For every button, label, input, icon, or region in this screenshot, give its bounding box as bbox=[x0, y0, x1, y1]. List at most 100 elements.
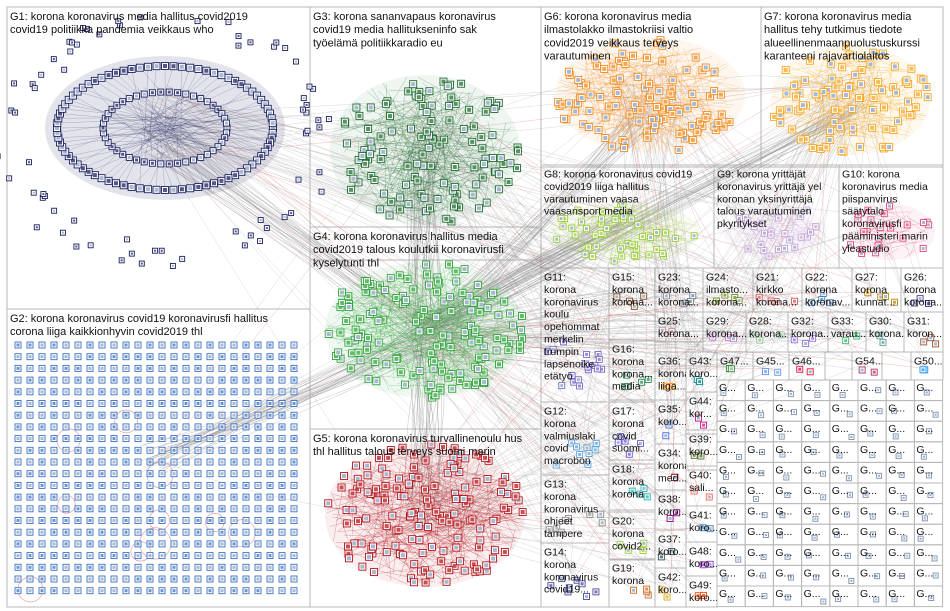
graph-node-avatar bbox=[506, 180, 511, 185]
graph-node-avatar bbox=[40, 366, 44, 370]
graph-node-avatar bbox=[148, 460, 152, 464]
graph-node-avatar bbox=[136, 355, 140, 359]
graph-node-avatar bbox=[367, 554, 372, 559]
graph-node-avatar bbox=[297, 178, 300, 181]
graph-node-avatar bbox=[172, 402, 176, 405]
graph-node-avatar bbox=[290, 212, 293, 215]
graph-node-avatar bbox=[184, 160, 188, 164]
graph-node-avatar bbox=[244, 390, 248, 394]
graph-node-avatar bbox=[302, 97, 305, 100]
graph-node-avatar bbox=[857, 95, 862, 100]
graph-node-avatar bbox=[434, 289, 439, 294]
graph-node-avatar bbox=[268, 577, 272, 581]
graph-edge bbox=[393, 379, 430, 393]
graph-edge bbox=[452, 139, 707, 558]
graph-node-avatar bbox=[233, 173, 238, 178]
graph-node-avatar bbox=[208, 390, 212, 394]
graph-node-avatar bbox=[868, 62, 873, 67]
graph-edge bbox=[139, 138, 142, 189]
graph-node-avatar bbox=[256, 448, 260, 452]
graph-node-avatar bbox=[184, 378, 188, 382]
graph-node-avatar bbox=[473, 327, 478, 332]
graph-node-avatar bbox=[382, 498, 387, 503]
graph-edge bbox=[580, 73, 596, 76]
graph-node-avatar bbox=[346, 340, 351, 345]
graph-node-avatar bbox=[28, 577, 32, 581]
graph-node-avatar bbox=[467, 497, 472, 502]
graph-node-avatar bbox=[369, 146, 374, 151]
graph-node-avatar bbox=[64, 472, 68, 476]
graph-node-avatar bbox=[412, 562, 417, 567]
graph-node-avatar bbox=[513, 494, 518, 499]
graph-node-avatar bbox=[449, 309, 454, 314]
graph-node-avatar bbox=[184, 437, 188, 441]
graph-node-avatar bbox=[583, 83, 588, 88]
graph-node-avatar bbox=[76, 495, 80, 499]
graph-node-avatar bbox=[925, 95, 930, 100]
graph-node-avatar bbox=[453, 269, 458, 274]
graph-node-avatar bbox=[594, 245, 598, 249]
graph-edge bbox=[167, 67, 191, 131]
graph-node-avatar bbox=[115, 103, 119, 107]
graph-node-avatar bbox=[101, 126, 105, 130]
graph-node-avatar bbox=[280, 589, 284, 593]
graph-node-avatar bbox=[256, 577, 260, 581]
graph-node-avatar bbox=[232, 519, 236, 522]
graph-node-avatar bbox=[160, 343, 164, 347]
graph-node-avatar bbox=[160, 402, 164, 405]
graph-edge bbox=[147, 133, 843, 336]
graph-node-avatar bbox=[52, 530, 56, 534]
graph-node-avatar bbox=[64, 495, 68, 499]
graph-node-avatar bbox=[196, 67, 201, 72]
graph-node-avatar bbox=[448, 345, 453, 350]
graph-node-avatar bbox=[124, 378, 128, 382]
graph-node-avatar bbox=[363, 161, 368, 166]
graph-node-avatar bbox=[836, 79, 841, 84]
graph-node-avatar bbox=[857, 144, 862, 149]
graph-edge bbox=[362, 366, 364, 376]
graph-node-avatar bbox=[581, 122, 586, 127]
graph-node-avatar bbox=[483, 355, 488, 360]
graph-node-avatar bbox=[318, 126, 321, 129]
graph-node-avatar bbox=[64, 413, 68, 417]
graph-edge bbox=[348, 306, 391, 357]
graph-edge bbox=[672, 106, 707, 412]
graph-edge bbox=[103, 132, 153, 141]
graph-node-avatar bbox=[64, 530, 68, 534]
graph-node-avatar bbox=[579, 95, 584, 100]
graph-node-avatar bbox=[622, 146, 627, 151]
graph-node-avatar bbox=[649, 235, 653, 239]
graph-node-avatar bbox=[428, 351, 433, 356]
graph-node-avatar bbox=[137, 65, 142, 70]
graph-node-avatar bbox=[52, 366, 56, 370]
graph-node-avatar bbox=[480, 146, 485, 151]
graph-node-avatar bbox=[172, 390, 176, 394]
graph-edge bbox=[584, 55, 632, 118]
graph-node-avatar bbox=[597, 357, 601, 361]
graph-node-avatar bbox=[451, 204, 456, 209]
graph-edge bbox=[150, 66, 174, 140]
graph-node-avatar bbox=[484, 568, 489, 573]
graph-node-avatar bbox=[73, 219, 76, 222]
graph-node-avatar bbox=[645, 55, 650, 60]
graph-edge bbox=[166, 139, 218, 147]
graph-edge bbox=[649, 114, 705, 142]
graph-node-avatar bbox=[124, 437, 128, 441]
graph-node-avatar bbox=[922, 221, 926, 225]
graph-edge bbox=[421, 465, 668, 504]
graph-edge bbox=[142, 118, 805, 366]
graph-node-avatar bbox=[292, 519, 296, 522]
graph-node-avatar bbox=[28, 355, 32, 359]
graph-node-avatar bbox=[124, 390, 128, 394]
graph-node-avatar bbox=[268, 542, 272, 546]
graph-node-avatar bbox=[575, 445, 579, 449]
graph-node-avatar bbox=[784, 91, 789, 96]
graph-node-avatar bbox=[484, 563, 489, 568]
graph-node-avatar bbox=[196, 483, 200, 487]
graph-node-avatar bbox=[232, 530, 236, 534]
graph-node-avatar bbox=[454, 279, 459, 284]
graph-node-avatar bbox=[148, 390, 152, 394]
graph-edge bbox=[399, 348, 631, 589]
graph-node-avatar bbox=[389, 199, 394, 204]
graph-node-avatar bbox=[396, 527, 401, 532]
